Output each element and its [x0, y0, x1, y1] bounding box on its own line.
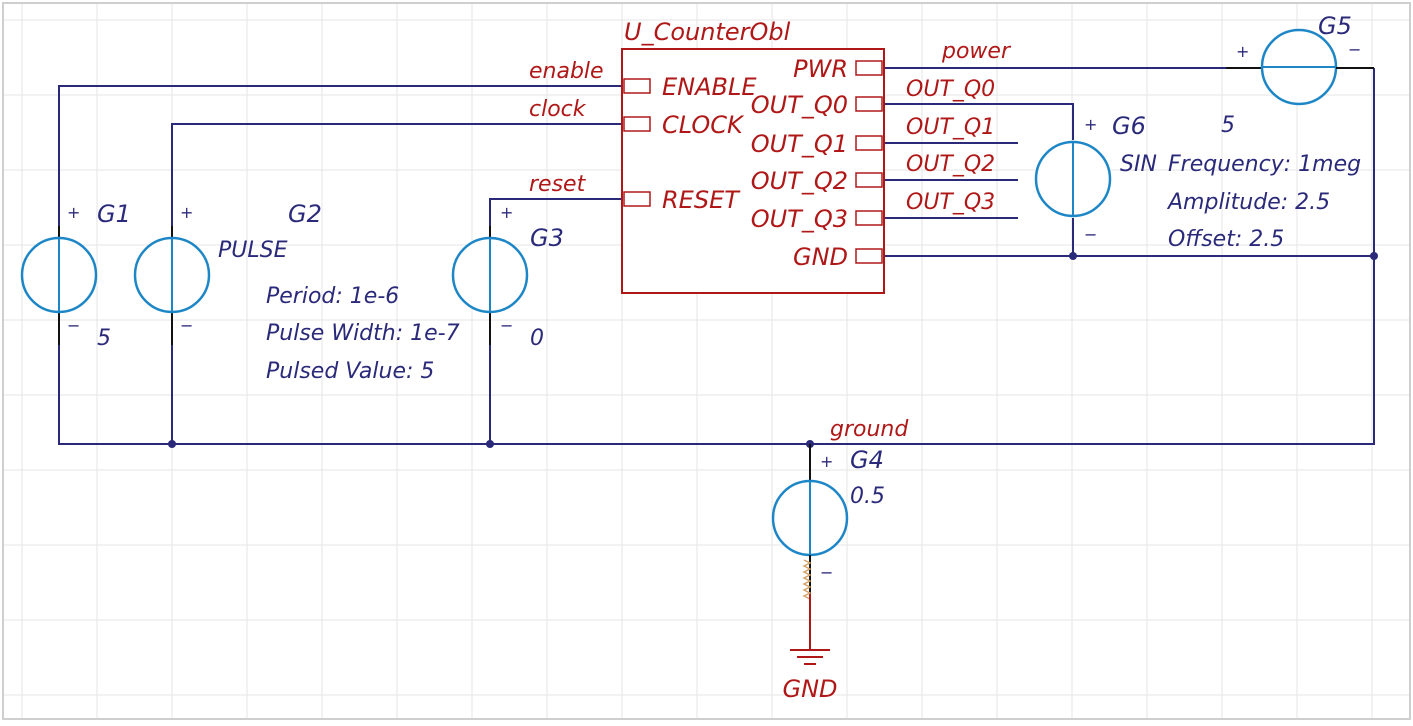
- junction-dot: [1069, 252, 1077, 260]
- junctions: [168, 252, 1378, 448]
- pin-clock-label: CLOCK: [662, 111, 745, 139]
- pin-out-q0-label: OUT_Q0: [751, 91, 848, 119]
- pin-clock-box[interactable]: [623, 116, 651, 132]
- source-type: SIN: [1120, 152, 1157, 177]
- source-name: G1: [97, 200, 131, 228]
- source-name: G6: [1112, 112, 1146, 140]
- net-label-reset: reset: [529, 172, 587, 197]
- plus-sign: +: [1084, 115, 1097, 134]
- counter-component[interactable]: U_CounterObl ENABLE CLOCK RESET PWR OUT_…: [621, 18, 885, 294]
- source-period: Period: 1e-6: [266, 284, 399, 309]
- wire-reset[interactable]: [489, 198, 622, 238]
- pin-gnd-box[interactable]: [855, 248, 883, 264]
- minus-sign: −: [1084, 225, 1097, 244]
- source-g3[interactable]: + − G3 0: [451, 203, 564, 351]
- source-value: 5: [1221, 113, 1235, 138]
- plus-sign: +: [500, 203, 513, 222]
- source-g4[interactable]: + − G4 0.5: [771, 444, 885, 600]
- source-value: 0: [530, 326, 544, 351]
- wire-ground[interactable]: [58, 256, 1375, 445]
- plus-sign: +: [820, 452, 833, 471]
- pin-pwr-box[interactable]: [855, 60, 883, 76]
- source-g2[interactable]: + − G2 PULSE Period: 1e-6 Pulse Width: 1…: [133, 200, 460, 384]
- pin-out-q3-box[interactable]: [855, 210, 883, 226]
- net-label-clock: clock: [529, 97, 587, 122]
- junction-dot: [486, 440, 494, 448]
- minus-sign: −: [820, 563, 833, 582]
- minus-sign: −: [500, 316, 513, 335]
- net-label-enable: enable: [529, 59, 604, 84]
- pin-enable-label: ENABLE: [662, 73, 757, 101]
- net-label-out-q2: OUT_Q2: [906, 152, 995, 177]
- pin-out-q1-label: OUT_Q1: [751, 130, 848, 158]
- net-label-out-q1: OUT_Q1: [906, 115, 995, 140]
- pin-out-q1-box[interactable]: [855, 135, 883, 151]
- source-pulsed-value: Pulsed Value: 5: [266, 359, 434, 384]
- source-pulse-width: Pulse Width: 1e-7: [266, 321, 460, 346]
- source-name: G4: [850, 446, 884, 474]
- net-labels: enable clock reset power OUT_Q0 OUT_Q1 O…: [529, 39, 1012, 442]
- wires: [58, 67, 1375, 478]
- minus-sign: −: [67, 316, 80, 335]
- net-label-ground: ground: [830, 417, 909, 442]
- pin-out-q3-label: OUT_Q3: [751, 205, 848, 233]
- minus-sign: −: [180, 316, 193, 335]
- wire-out-q0[interactable]: [884, 103, 1074, 140]
- pin-out-q0-box[interactable]: [855, 96, 883, 112]
- source-type: PULSE: [218, 238, 288, 263]
- probe-marker-icon: [802, 559, 812, 600]
- source-value: 5: [97, 326, 111, 351]
- source-offset: Offset: 2.5: [1168, 227, 1284, 252]
- junction-dot: [168, 440, 176, 448]
- junction-dot: [1370, 252, 1378, 260]
- pin-reset-box[interactable]: [623, 191, 651, 207]
- pin-pwr-label: PWR: [793, 55, 848, 83]
- pin-enable-box[interactable]: [623, 78, 651, 94]
- source-frequency: Frequency: 1meg: [1168, 152, 1361, 177]
- source-amplitude: Amplitude: 2.5: [1166, 190, 1330, 215]
- component-instance-name: U_CounterObl: [624, 18, 791, 46]
- source-name: G3: [530, 224, 564, 252]
- ground-label: GND: [782, 675, 837, 703]
- pin-reset-label: RESET: [662, 186, 741, 214]
- plus-sign: +: [1236, 42, 1249, 61]
- plus-sign: +: [180, 203, 193, 222]
- net-label-out-q3: OUT_Q3: [906, 190, 995, 215]
- source-name: G5: [1318, 12, 1352, 40]
- net-label-power: power: [941, 39, 1012, 64]
- plus-sign: +: [67, 203, 80, 222]
- net-label-out-q0: OUT_Q0: [906, 77, 995, 102]
- pin-out-q2-label: OUT_Q2: [751, 167, 848, 195]
- pin-out-q2-box[interactable]: [855, 172, 883, 188]
- source-g6[interactable]: + − G6 SIN Frequency: 1meg Amplitude: 2.…: [1034, 112, 1361, 252]
- wire-enable[interactable]: [58, 85, 622, 238]
- ground-symbol[interactable]: GND: [782, 594, 838, 703]
- minus-sign: −: [1348, 40, 1361, 59]
- source-g1[interactable]: + − G1 5: [20, 200, 131, 351]
- wire-clock[interactable]: [171, 123, 622, 238]
- source-g5[interactable]: + − G5 5: [1221, 12, 1374, 138]
- pin-gnd-label: GND: [793, 243, 848, 271]
- source-name: G2: [288, 200, 322, 228]
- component-body[interactable]: [621, 48, 885, 294]
- source-value: 0.5: [850, 484, 885, 509]
